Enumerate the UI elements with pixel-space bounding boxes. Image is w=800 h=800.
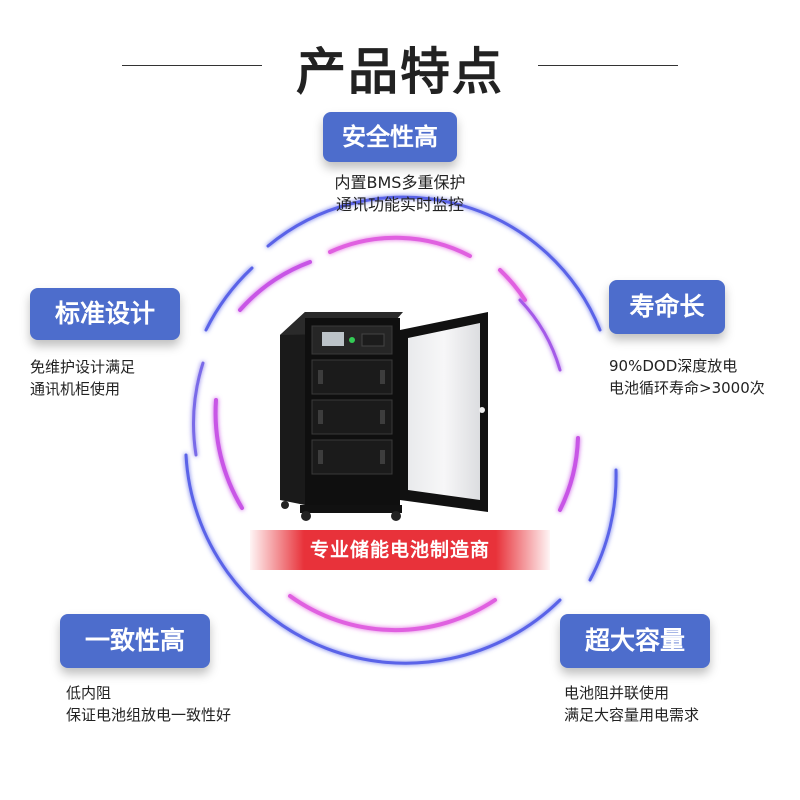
decorative-rings bbox=[184, 195, 618, 665]
feature-badge-capacity: 超大容量 bbox=[560, 614, 710, 668]
feature-desc-consistency: 低内阻 保证电池组放电一致性好 bbox=[66, 682, 306, 726]
feature-desc-consistency-line2: 保证电池组放电一致性好 bbox=[66, 706, 232, 724]
feature-desc-standard: 免维护设计满足 通讯机柜使用 bbox=[30, 356, 230, 400]
feature-desc-consistency-line1: 低内阻 bbox=[66, 684, 112, 702]
feature-desc-safety-line2: 通讯功能实时监控 bbox=[335, 195, 464, 214]
feature-desc-lifespan-line1: 90%DOD深度放电 bbox=[609, 357, 738, 375]
feature-desc-lifespan: 90%DOD深度放电 电池循环寿命>3000次 bbox=[609, 355, 799, 399]
feature-desc-safety: 内置BMS多重保护 通讯功能实时监控 bbox=[0, 172, 800, 216]
title-divider-left bbox=[122, 65, 262, 66]
feature-badge-standard: 标准设计 bbox=[30, 288, 180, 340]
feature-badge-consistency: 一致性高 bbox=[60, 614, 210, 668]
manufacturer-banner: 专业储能电池制造商 bbox=[250, 530, 550, 570]
feature-desc-lifespan-line2: 电池循环寿命>3000次 bbox=[609, 379, 765, 397]
feature-badge-lifespan: 寿命长 bbox=[609, 280, 725, 334]
page-title: 产品特点 bbox=[296, 43, 504, 101]
feature-desc-safety-line1: 内置BMS多重保护 bbox=[334, 173, 466, 192]
page-header: 产品特点 bbox=[0, 22, 800, 102]
battery-cabinet bbox=[280, 312, 488, 521]
feature-desc-standard-line2: 通讯机柜使用 bbox=[30, 380, 121, 398]
title-divider-right bbox=[538, 65, 678, 66]
feature-desc-standard-line1: 免维护设计满足 bbox=[30, 358, 136, 376]
feature-badge-safety: 安全性高 bbox=[323, 112, 457, 162]
feature-desc-capacity: 电池阻并联使用 满足大容量用电需求 bbox=[564, 682, 784, 726]
feature-desc-capacity-line1: 电池阻并联使用 bbox=[564, 684, 670, 702]
feature-desc-capacity-line2: 满足大容量用电需求 bbox=[564, 706, 700, 724]
